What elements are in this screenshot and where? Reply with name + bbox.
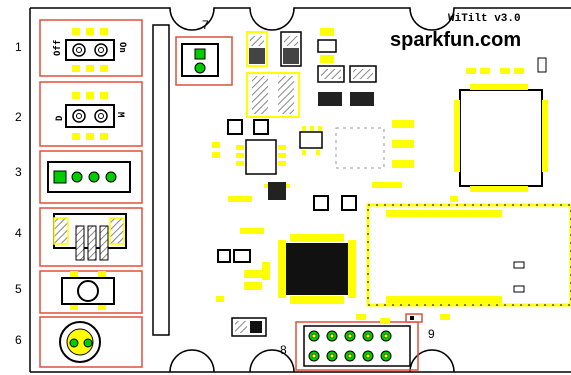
section-3-label: 3 [15, 165, 22, 179]
section-4-label: 4 [15, 226, 22, 240]
section-5-label: 5 [15, 282, 22, 296]
mode-switch: D M [55, 92, 125, 140]
callout-7-label: 7 [202, 18, 209, 32]
switch-m-label: M [115, 112, 125, 118]
ic-mcu [216, 228, 450, 337]
power-components [246, 28, 377, 118]
switch-off-label: Off [53, 40, 63, 56]
header-2x5 [303, 325, 411, 367]
board-outline [29, 7, 571, 373]
section-6-label: 6 [15, 333, 22, 347]
switch-d-label: D [55, 115, 65, 121]
section-frames [39, 19, 419, 371]
battery-connector [53, 213, 127, 261]
section-1-label: 1 [15, 40, 22, 54]
power-switch: Off On [53, 28, 127, 72]
section-2-label: 2 [15, 110, 22, 124]
edge-strip [152, 24, 170, 336]
ic-qfp-top [450, 57, 548, 202]
small-jumper [405, 313, 423, 323]
pushbutton [61, 271, 115, 310]
switch-on-label: On [117, 42, 127, 53]
callout-9-label: 9 [428, 327, 435, 341]
callout-8-label: 8 [280, 343, 287, 357]
section-number-labels: 1 2 3 4 5 6 7 8 9 [15, 18, 435, 357]
sensor-area [212, 119, 414, 211]
led [59, 321, 101, 363]
two-pin-connector [181, 43, 219, 77]
jst-connector [47, 161, 131, 193]
product-version-label: WiTilt v3.0 [448, 13, 521, 25]
brand-label: sparkfun.com [390, 29, 521, 51]
bluetooth-module [366, 203, 571, 307]
